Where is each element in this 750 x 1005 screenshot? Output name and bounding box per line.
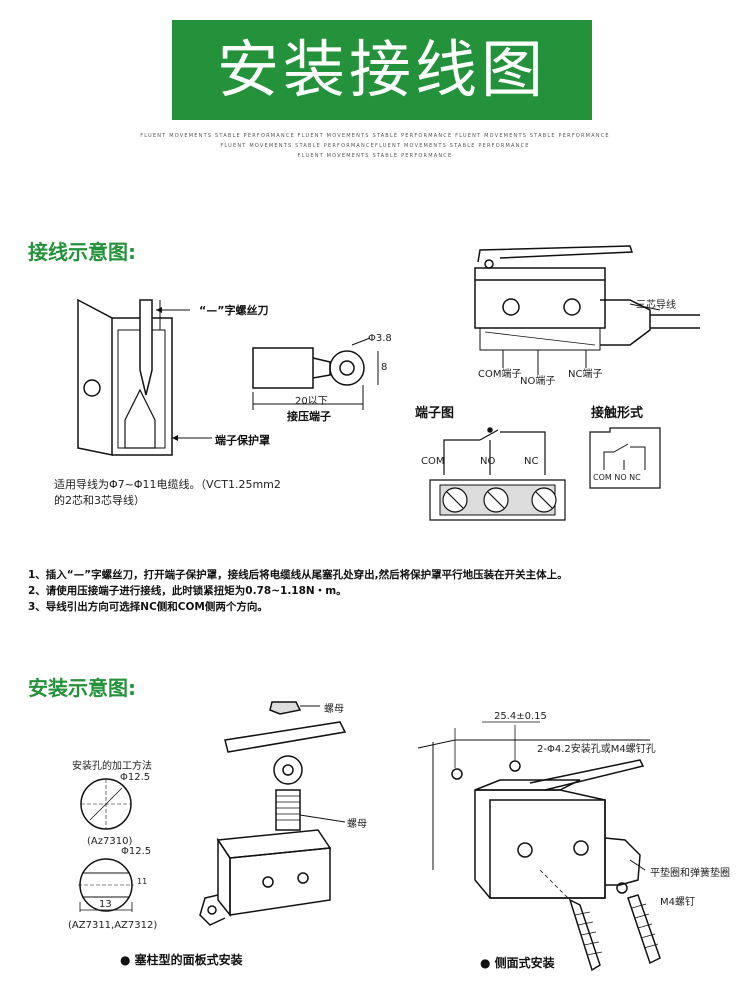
banner-title: 安装接线图	[216, 33, 547, 106]
terminal-com: COM	[421, 456, 445, 467]
terminal-cover-drawing	[77, 298, 173, 456]
terminal-no: NO	[480, 456, 496, 467]
tagline-line-1: FLUENT MOVEMENTS STABLE PERFORMANCE FLUE…	[140, 133, 610, 139]
panel-caption: ● 塞柱型的面板式安装	[120, 951, 243, 968]
bullet-icon: ●	[120, 953, 135, 967]
wire-note-line-1: 适用导线为Φ7~Φ11电缆线。（VCT1.25mm2	[54, 478, 281, 491]
tagline-line-2: FLUENT MOVEMENTS STABLE PERFORMANCEFLUEN…	[220, 143, 530, 149]
hole-method-drawing	[78, 778, 134, 912]
note-3: 3、导线引出方向可选择NC侧和COM侧两个方向。	[28, 601, 268, 613]
com-terminal-label: COM端子	[478, 369, 522, 380]
model-a: (Az7310)	[87, 836, 133, 847]
install-section-title: 安装示意图:	[28, 676, 136, 700]
crimp-terminal-label: 接压端子	[287, 410, 331, 423]
note-1: 1、插入“—”字螺丝刀，打开端子保护罩，接线后将电缆线从尾塞孔处穿出,然后将保护…	[28, 569, 568, 581]
nut-side-label: 螺母	[347, 819, 367, 830]
dim-small: 11	[137, 877, 148, 886]
screw-label: M4螺钉	[660, 897, 695, 908]
wire-note-line-2: 的2芯和3芯导线）	[54, 494, 145, 507]
no-terminal-label: NO端子	[520, 376, 556, 387]
holes-label: 2-Φ4.2安装孔或M4螺钉孔	[537, 744, 656, 755]
dim-254: 25.4±0.15	[494, 711, 547, 722]
contact-labels: COM NO NC	[593, 473, 641, 482]
note-2: 2、请使用压接端子进行接线，此时锁紧扭矩为0.78~1.18N・m。	[28, 585, 347, 597]
hole-method-label: 安装孔的加工方法	[72, 761, 152, 772]
contact-form-title: 接触形式	[591, 406, 644, 421]
wiring-section-title: 接线示意图:	[28, 240, 136, 264]
switch-top-right-drawing	[474, 245, 700, 351]
dim-phi-38: Φ3.8	[368, 333, 392, 344]
cable-label: 三芯导线	[636, 300, 676, 311]
terminal-nc: NC	[524, 456, 539, 467]
nut-top-label: 螺母	[324, 704, 344, 715]
dim-13: 13	[99, 899, 112, 910]
terminal-diagram-drawing	[429, 427, 566, 521]
panel-caption-text: 塞柱型的面板式安装	[134, 953, 243, 967]
phi-125-a: Φ12.5	[120, 772, 151, 783]
dim-20: 20以下	[295, 396, 328, 407]
side-caption-text: 侧面式安装	[494, 956, 555, 970]
tagline-line-3: FLUENT MOVEMENTS STABLE PERFORMANCE	[297, 153, 453, 159]
screwdriver-label: “—”字螺丝刀	[199, 304, 269, 317]
phi-125-b: Φ12.5	[121, 846, 152, 857]
washer-label: 平垫圈和弹簧垫圈	[650, 868, 730, 879]
model-b: (AZ7311,AZ7312)	[68, 920, 158, 931]
side-caption: ● 侧面式安装	[480, 954, 555, 971]
nc-terminal-label: NC端子	[568, 369, 603, 380]
side-mount-switch-drawing	[417, 721, 661, 972]
dim-8: 8	[381, 362, 388, 373]
terminal-diagram-title: 端子图	[415, 406, 455, 421]
screwdriver-drawing	[139, 299, 153, 396]
bullet-icon: ●	[480, 956, 495, 970]
crimp-terminal-drawing	[252, 337, 379, 410]
cover-label: 端子保护罩	[215, 434, 270, 447]
banner	[172, 20, 592, 120]
contact-form-drawing	[589, 427, 661, 489]
panel-mount-switch-drawing	[199, 701, 347, 926]
